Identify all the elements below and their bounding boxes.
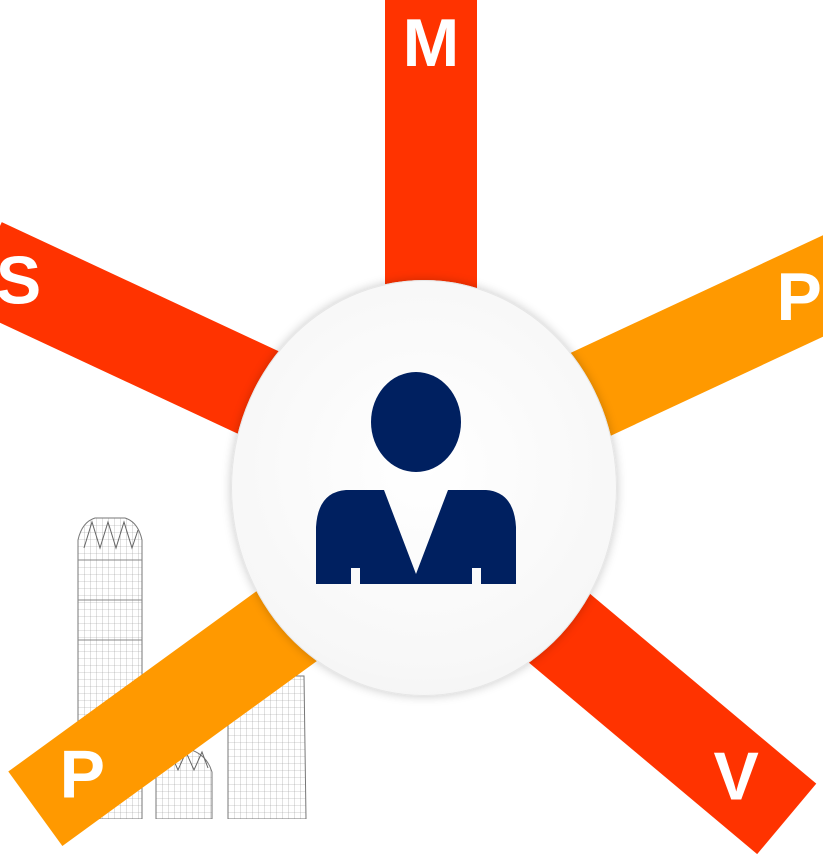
arm-label: M	[402, 5, 460, 81]
arm-label: S	[0, 242, 42, 319]
arm-label: V	[713, 738, 759, 815]
person-icon	[316, 372, 516, 584]
arm-label: P	[776, 259, 822, 336]
center-hub	[231, 280, 617, 696]
arm-label: P	[59, 736, 105, 813]
